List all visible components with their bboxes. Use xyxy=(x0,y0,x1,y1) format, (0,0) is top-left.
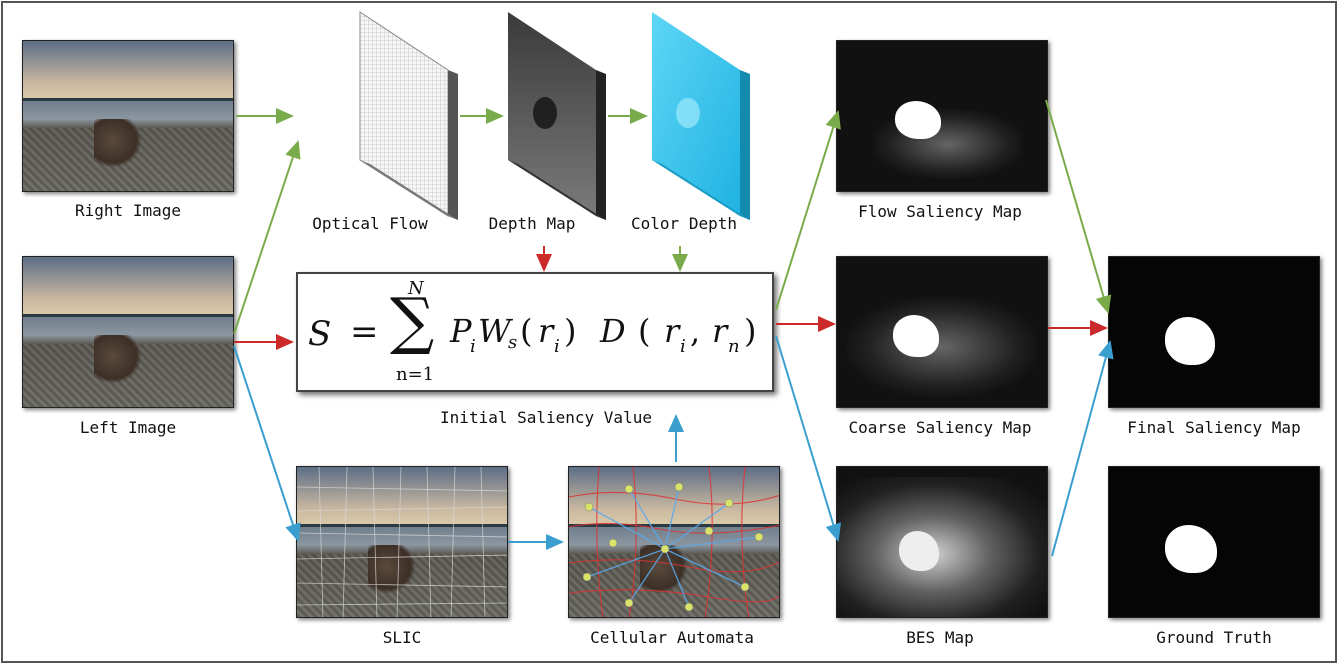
color-depth-label: Color Depth xyxy=(631,214,737,233)
formula-r3-sub: n xyxy=(728,336,740,357)
coarse-saliency-map xyxy=(836,256,1048,408)
right-image-label: Right Image xyxy=(75,201,181,220)
flow-saliency-blob xyxy=(895,101,941,139)
formula-r3: r xyxy=(712,312,728,350)
cellular-automata-image xyxy=(568,466,780,618)
formula-p-sub: i xyxy=(470,336,476,357)
slic-label: SLIC xyxy=(382,628,422,647)
coarse-saliency-label: Coarse Saliency Map xyxy=(848,418,1032,437)
ground-truth-blob xyxy=(1165,525,1217,573)
formula-sum-top: N xyxy=(408,278,424,299)
formula-r2: r xyxy=(664,312,680,350)
rock-subject xyxy=(94,335,141,383)
formula-paren-open-1: ( xyxy=(520,312,533,350)
ground-truth-label: Ground Truth xyxy=(1156,628,1272,647)
coarse-saliency-blob xyxy=(893,315,939,357)
bes-map-label: BES Map xyxy=(906,628,974,647)
cellular-graph-overlay xyxy=(569,467,779,617)
formula-paren-open-2: ( xyxy=(638,312,651,350)
formula-r2-sub: i xyxy=(680,336,686,357)
horizon-line xyxy=(569,524,779,527)
left-image xyxy=(22,256,234,408)
rock-subject xyxy=(94,119,141,167)
formula-d: D xyxy=(600,312,626,350)
rock-subject xyxy=(640,545,687,593)
ground-truth-map xyxy=(1108,466,1320,618)
formula-w: W xyxy=(478,312,511,350)
formula-equals: = xyxy=(350,312,379,352)
formula-paren-close-1: ) xyxy=(564,312,577,350)
left-image-label: Left Image xyxy=(79,418,177,437)
bes-saliency-blob xyxy=(899,531,939,571)
flow-saliency-map xyxy=(836,40,1048,192)
final-saliency-label: Final Saliency Map xyxy=(1127,418,1301,437)
cellular-automata-label: Cellular Automata xyxy=(590,628,754,647)
flow-saliency-label: Flow Saliency Map xyxy=(858,202,1022,221)
horizon-line xyxy=(23,98,233,101)
final-saliency-map xyxy=(1108,256,1320,408)
optical-flow-label: Optical Flow xyxy=(312,214,428,233)
depth-map-label: Depth Map xyxy=(488,214,576,233)
bes-fog xyxy=(837,477,1047,617)
coarse-fog xyxy=(847,297,1037,397)
formula-comma: , xyxy=(690,312,701,350)
formula-sum-bottom: n=1 xyxy=(396,364,435,385)
slic-image xyxy=(296,466,508,618)
bes-map xyxy=(836,466,1048,618)
formula-paren-close-2: ) xyxy=(744,312,757,350)
formula-lhs: S xyxy=(308,314,332,354)
formula-r1-sub: i xyxy=(554,336,560,357)
formula-p: P xyxy=(450,312,472,350)
initial-saliency-label: Initial Saliency Value xyxy=(440,408,652,427)
right-image xyxy=(22,40,234,192)
formula-r1: r xyxy=(538,312,554,350)
superpixel-overlay xyxy=(297,467,507,617)
formula-sigma: ∑ xyxy=(390,284,435,357)
saliency-formula-box: S = N ∑ n=1 P i W s ( r i ) D ( r i , r … xyxy=(296,272,774,392)
formula-w-sub: s xyxy=(508,332,518,353)
horizon-line xyxy=(297,524,507,527)
final-saliency-blob xyxy=(1165,317,1215,365)
horizon-line xyxy=(23,314,233,317)
